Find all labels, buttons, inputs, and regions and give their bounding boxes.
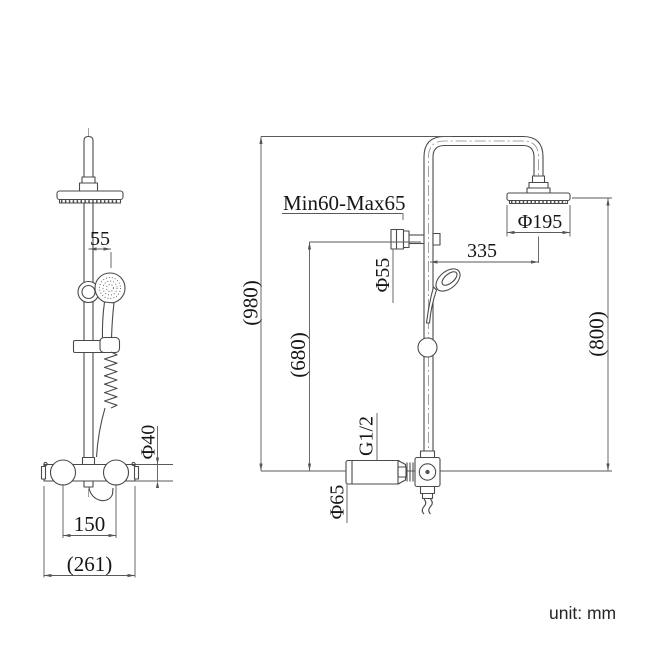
wall-bracket-side <box>390 228 441 250</box>
dim-inlet-spacing: 150 <box>62 484 117 538</box>
slide-bracket-front <box>72 336 121 354</box>
dim-grip-offset: 55 <box>88 228 112 268</box>
thread-callout: G1/2 <box>356 413 378 461</box>
front-view: 55 Φ40 150 (261) <box>40 128 173 578</box>
valve-diameter-callout: Φ65 <box>327 483 349 523</box>
dim-inlet-spacing-label: 150 <box>74 512 106 536</box>
mixer-valve-side <box>345 450 441 515</box>
bracket-diameter-callout: Φ55 <box>372 249 394 303</box>
dim-head-offset: 335 <box>430 236 539 264</box>
riser-pipe-side <box>423 135 544 462</box>
dim-overall-width-label: (261) <box>67 552 113 576</box>
hand-shower-front <box>77 272 126 340</box>
dim-head-offset-label: 335 <box>467 240 497 262</box>
dim-bracket-diameter-label: Φ55 <box>372 258 394 293</box>
mixer-valve-front <box>40 456 140 488</box>
dim-head-height: (800) <box>572 197 612 471</box>
shower-hose-front <box>88 351 118 502</box>
dim-head-diameter-label: Φ195 <box>518 211 563 233</box>
bracket-range-label: Min60-Max65 <box>283 191 406 215</box>
dim-handle-diameter-label: Φ40 <box>138 425 160 460</box>
overhead-shower-side <box>506 175 571 205</box>
dim-head-diameter: Φ195 <box>506 205 571 237</box>
dim-bracket-height-label: (680) <box>286 332 310 378</box>
right-knob <box>102 459 130 486</box>
dim-grip-offset-label: 55 <box>90 228 110 250</box>
unit-label: unit: mm <box>549 603 617 623</box>
hand-shower-side <box>417 268 461 358</box>
left-knob <box>49 459 77 486</box>
bracket-range-callout: Min60-Max65 <box>282 191 406 220</box>
dim-bracket-height: (680) <box>286 241 421 471</box>
side-view: Min60-Max65 Φ195 335 Φ55 <box>239 135 612 523</box>
dim-overall-width: (261) <box>43 486 136 578</box>
dim-total-height-label: (980) <box>239 280 263 326</box>
dim-handle-diameter: Φ40 <box>135 425 173 488</box>
dim-head-height-label: (800) <box>585 311 609 357</box>
thread-label: G1/2 <box>356 416 378 456</box>
overhead-shower-front <box>56 135 124 204</box>
dim-valve-diameter-label: Φ65 <box>327 485 349 520</box>
slider-ball <box>417 337 438 358</box>
dim-total-height: (980) <box>239 136 452 471</box>
